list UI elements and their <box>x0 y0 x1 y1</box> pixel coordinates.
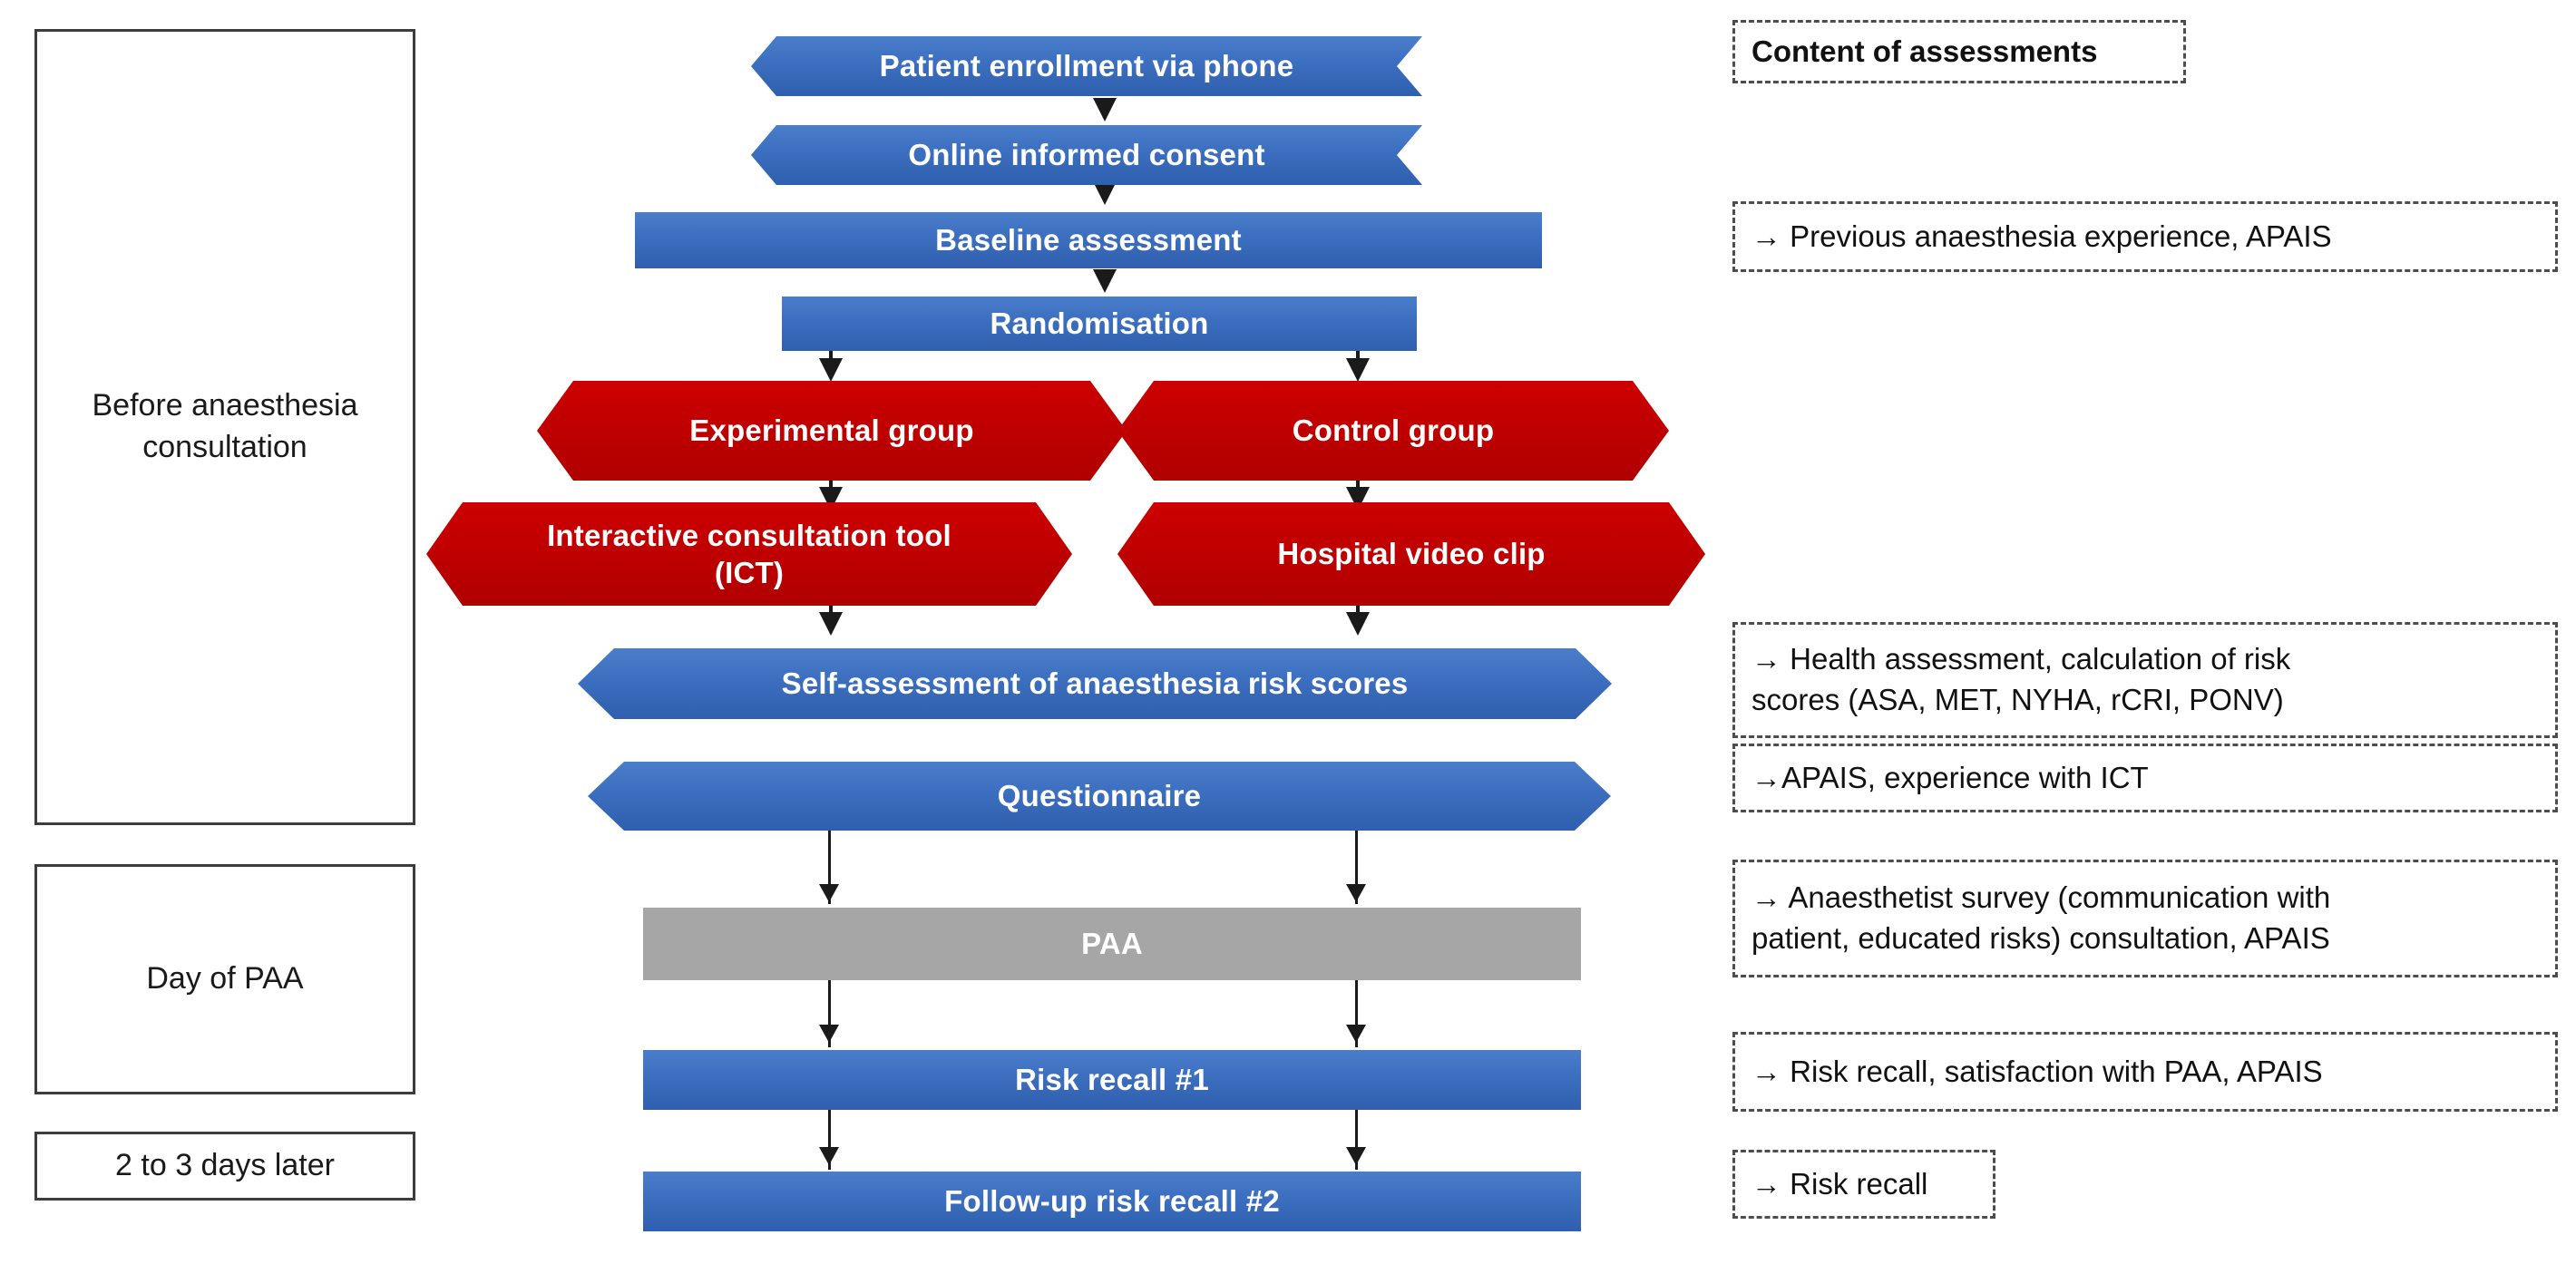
connector-arrow-consent-to-baseline <box>1093 181 1117 205</box>
connector-arrow-questionnaire-to-paa-right <box>1346 884 1366 902</box>
phase-box-before-consultation: Before anaesthesia consultation <box>34 29 415 825</box>
connector-arrow-randomisation-to-experimental <box>819 358 843 382</box>
connector-line-recall1-to-recall2-left <box>828 1110 831 1170</box>
phase-label: 2 to 3 days later <box>115 1148 335 1183</box>
flow-node-label-line1: Interactive consultation tool <box>547 518 951 552</box>
note-text: →APAIS, experience with ICT <box>1751 760 2149 794</box>
note-text: → Risk recall <box>1751 1166 1928 1201</box>
note-text-line1: → Anaesthetist survey (communication wit… <box>1751 880 2331 915</box>
phase-box-days-later: 2 to 3 days later <box>34 1132 415 1201</box>
connector-arrow-paa-to-recall1-left <box>819 1025 839 1043</box>
flow-node-label: Hospital video clip <box>1277 537 1546 571</box>
flow-node-questionnaire[interactable]: Questionnaire <box>588 762 1611 831</box>
connector-arrow-randomisation-to-control <box>1346 358 1370 382</box>
flow-node-paa[interactable]: PAA <box>643 908 1581 980</box>
flow-node-label-line2: (ICT) <box>714 556 785 589</box>
connector-line-paa-to-recall1-right <box>1355 978 1358 1047</box>
flow-node-label: Questionnaire <box>997 779 1202 813</box>
note-risk-recall-2: → Risk recall <box>1732 1150 1995 1219</box>
connector-arrow-recall1-to-recall2-left <box>819 1147 839 1165</box>
phase-box-day-of-paa: Day of PAA <box>34 864 415 1094</box>
connector-line-questionnaire-to-paa-right <box>1355 830 1358 904</box>
note-questionnaire: →APAIS, experience with ICT <box>1732 744 2558 812</box>
flow-node-consent[interactable]: Online informed consent <box>751 125 1422 185</box>
flow-node-experimental-group[interactable]: Experimental group <box>537 381 1127 481</box>
flow-node-label: Baseline assessment <box>935 223 1242 258</box>
flow-node-risk-recall-1[interactable]: Risk recall #1 <box>643 1050 1581 1110</box>
connector-arrow-enrollment-to-consent <box>1093 98 1117 122</box>
connector-arrow-paa-to-recall1-right <box>1346 1025 1366 1043</box>
connector-arrow-recall1-to-recall2-right <box>1346 1147 1366 1165</box>
flow-node-label: Patient enrollment via phone <box>879 49 1294 83</box>
connector-line-questionnaire-to-paa-left <box>828 830 831 904</box>
flow-node-label: Self-assessment of anaesthesia risk scor… <box>781 666 1409 701</box>
flow-node-self-assessment[interactable]: Self-assessment of anaesthesia risk scor… <box>578 648 1612 719</box>
connector-arrow-questionnaire-to-paa-left <box>819 884 839 902</box>
flow-node-control-group[interactable]: Control group <box>1117 381 1669 481</box>
connector-arrow-video-to-self-assessment <box>1346 612 1370 636</box>
phase-label: Before anaesthesia consultation <box>92 388 358 464</box>
flow-node-label: Experimental group <box>689 413 974 448</box>
note-heading-content-of-assessments: Content of assessments <box>1732 20 2186 83</box>
flow-node-label: Follow-up risk recall #2 <box>944 1184 1280 1219</box>
note-text-line2: patient, educated risks) consultation, A… <box>1751 921 2330 955</box>
note-text: → Previous anaesthesia experience, APAIS <box>1751 219 2332 253</box>
flow-node-label: Randomisation <box>990 306 1209 341</box>
connector-arrow-ict-to-self-assessment <box>819 612 843 636</box>
flow-node-baseline-assessment[interactable]: Baseline assessment <box>635 212 1542 268</box>
note-paa: → Anaesthetist survey (communication wit… <box>1732 860 2558 977</box>
flow-node-enrollment[interactable]: Patient enrollment via phone <box>751 36 1422 96</box>
flow-node-label: PAA <box>1081 927 1143 961</box>
flow-node-risk-recall-2[interactable]: Follow-up risk recall #2 <box>643 1172 1581 1231</box>
note-text: → Risk recall, satisfaction with PAA, AP… <box>1751 1054 2323 1088</box>
note-text-line2: scores (ASA, MET, NYHA, rCRI, PONV) <box>1751 683 2284 716</box>
flow-node-label: Online informed consent <box>908 138 1265 172</box>
flow-node-label: Control group <box>1292 413 1495 448</box>
note-baseline-assessment: → Previous anaesthesia experience, APAIS <box>1732 201 2558 272</box>
flow-node-randomisation[interactable]: Randomisation <box>782 297 1417 351</box>
phase-label: Day of PAA <box>146 961 304 997</box>
flow-node-label: Risk recall #1 <box>1015 1063 1209 1097</box>
connector-line-paa-to-recall1-left <box>828 978 831 1047</box>
note-text: Content of assessments <box>1751 34 2098 68</box>
note-risk-recall-1: → Risk recall, satisfaction with PAA, AP… <box>1732 1032 2558 1112</box>
connector-arrow-baseline-to-randomisation <box>1093 269 1117 293</box>
flow-node-ict[interactable]: Interactive consultation tool (ICT) <box>426 502 1072 606</box>
connector-line-recall1-to-recall2-right <box>1355 1110 1358 1170</box>
note-self-assessment: → Health assessment, calculation of risk… <box>1732 622 2558 738</box>
note-text-line1: → Health assessment, calculation of risk <box>1751 642 2291 676</box>
flow-node-hospital-video-clip[interactable]: Hospital video clip <box>1117 502 1705 606</box>
